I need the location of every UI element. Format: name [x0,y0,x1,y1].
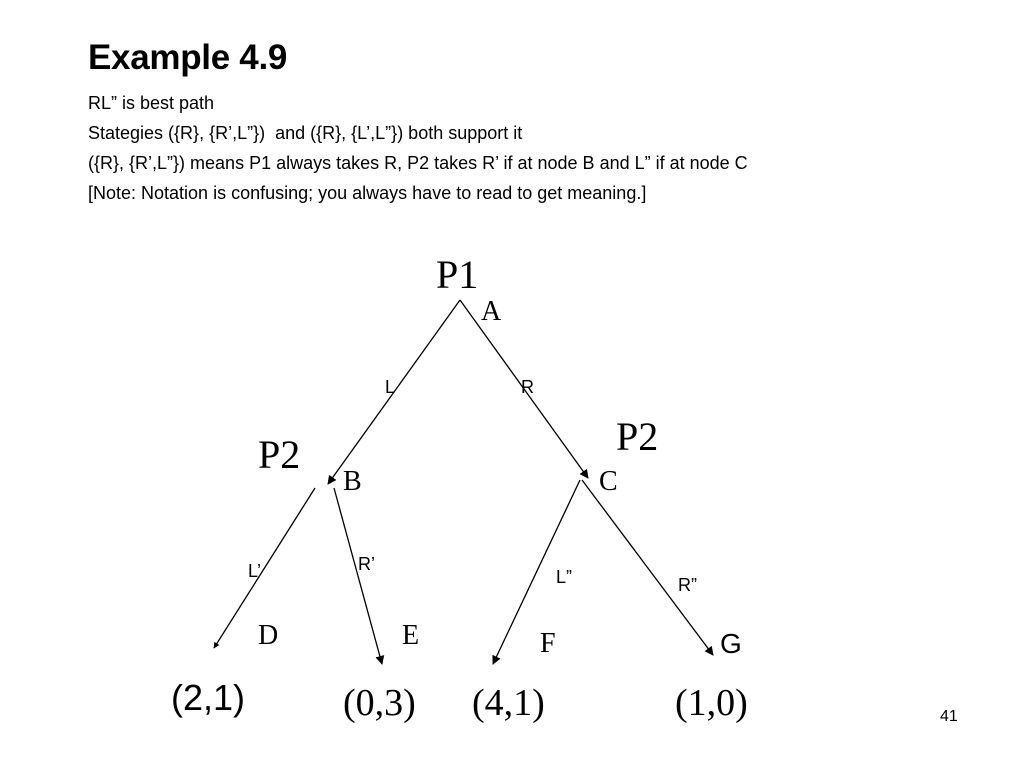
edge-label-l-dprime: L” [556,567,572,587]
payoff-f: (4,1) [472,682,545,724]
edge-label-r-prime: R’ [358,554,375,574]
node-label-f: F [540,628,556,659]
edge-label-l: L [385,377,395,397]
body-line-note: [Note: Notation is confusing; you always… [88,183,647,203]
edge-L [327,299,461,485]
player-label-left: P2 [258,432,300,477]
payoff-e: (0,3) [343,682,416,724]
slide-body: RL” is best path Stategies ({R}, {R’,L”}… [88,88,748,208]
body-line-meaning: ({R}, {R’,L”}) means P1 always takes R, … [88,153,748,173]
node-label-d: D [258,620,278,651]
payoff-d: (2,1) [171,677,245,718]
player-label-root: P1 [436,252,478,297]
edge-R-prime [333,487,385,665]
node-label-g: G [720,628,742,659]
edge-L-dprime [492,479,581,665]
payoff-g: (1,0) [675,682,748,724]
edge-R [459,299,589,479]
node-label-a: A [481,296,502,327]
node-label-e: E [402,620,419,651]
edge-label-l-prime: L’ [248,561,261,581]
page-number: 41 [940,708,958,725]
player-label-right: P2 [616,414,658,459]
node-label-c: C [599,466,618,497]
node-label-b: B [343,466,362,497]
edge-R-dprime [581,479,714,656]
body-line-strategies: Stategies ({R}, {R’,L”}) and ({R}, {L’,L… [88,123,523,143]
edge-label-r-dprime: R” [678,575,697,595]
body-line-best-path: RL” is best path [88,93,215,113]
edge-label-r: R [521,377,534,397]
slide-title: Example 4.9 [88,38,288,77]
edge-L-prime [213,487,316,649]
